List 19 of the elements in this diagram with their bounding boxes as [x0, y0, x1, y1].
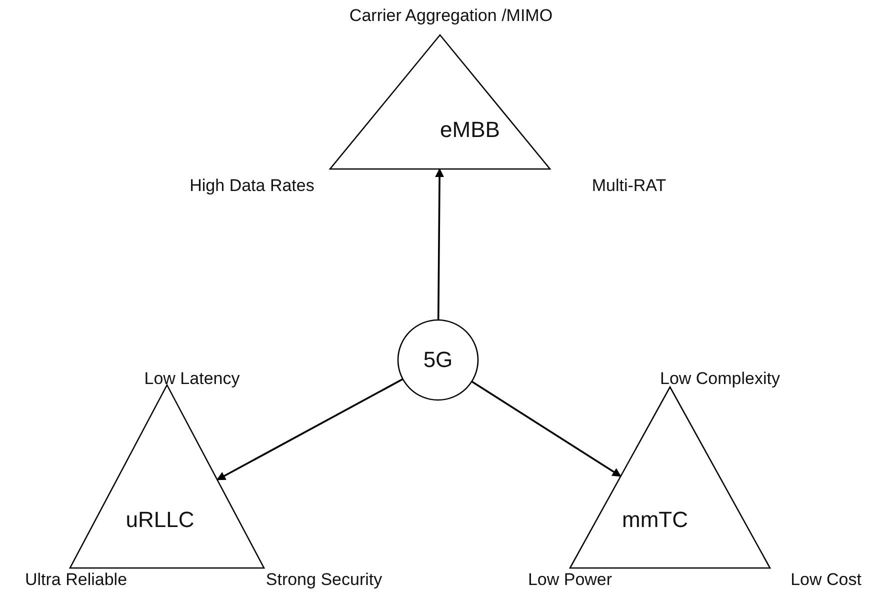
arrow — [216, 378, 404, 481]
circle-node — [398, 320, 478, 400]
feature-label: Low Latency — [144, 369, 240, 389]
node-label: eMBB — [440, 117, 500, 143]
arrow — [471, 380, 622, 478]
feature-label: High Data Rates — [190, 176, 314, 196]
feature-label: Low Cost — [790, 570, 862, 590]
node-label: 5G — [423, 347, 453, 373]
feature-label: Multi-RAT — [592, 176, 666, 196]
feature-label: Low Power — [528, 570, 612, 590]
arrow — [435, 168, 444, 320]
triangle-node — [570, 387, 770, 568]
feature-label: Low Complexity — [660, 369, 780, 389]
feature-label: Carrier Aggregation /MIMO — [349, 6, 553, 26]
feature-label: Ultra Reliable — [24, 570, 128, 590]
triangle-node — [330, 35, 550, 169]
node-label: uRLLC — [126, 507, 194, 533]
node-label: mmTC — [622, 507, 688, 533]
feature-label: Strong Security — [266, 570, 382, 590]
